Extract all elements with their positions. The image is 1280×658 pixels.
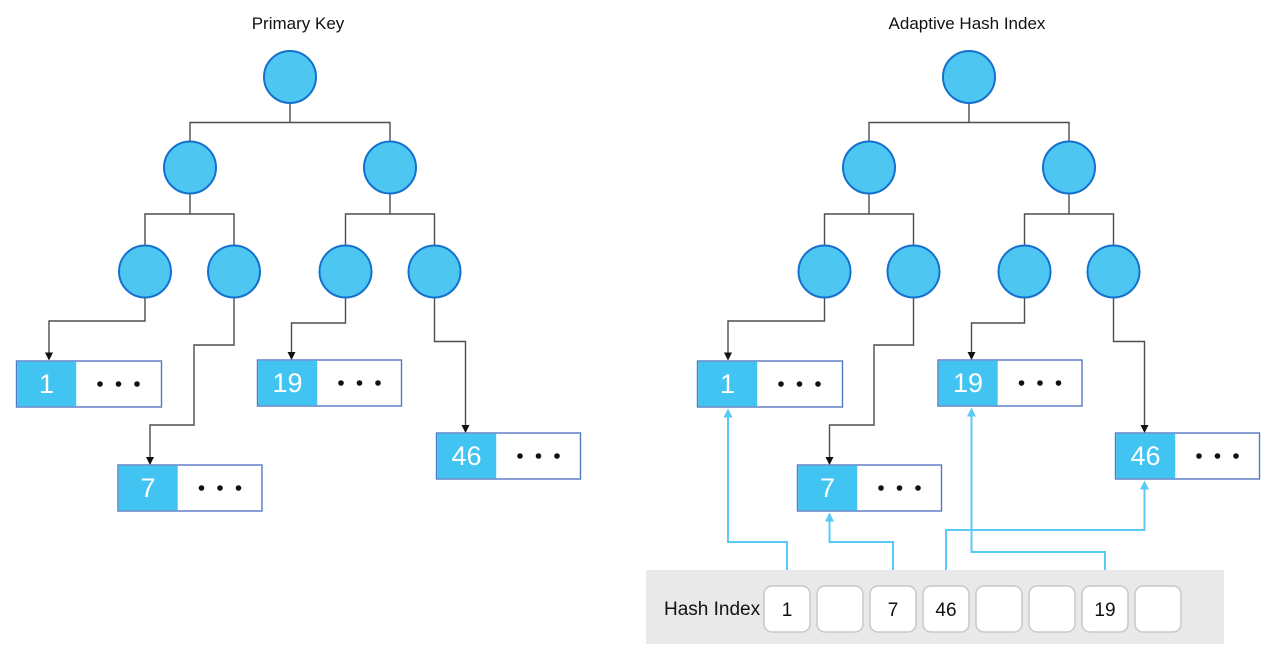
pointer-to-leaf-7 bbox=[146, 297, 235, 465]
hash-cell-value: 7 bbox=[888, 600, 899, 621]
ellipsis-dots-icon bbox=[1196, 453, 1239, 459]
pointer-to-leaf-7 bbox=[825, 297, 915, 465]
leaf-key-value: 1 bbox=[39, 369, 54, 399]
btree-node-l2-b bbox=[363, 140, 417, 195]
ellipsis-dots-icon bbox=[97, 381, 140, 387]
leaf-page-1: 1 bbox=[15, 360, 163, 408]
leaf-key-cell bbox=[1116, 433, 1176, 479]
leaf-key-value: 46 bbox=[1130, 441, 1160, 471]
connector-level2-left bbox=[823, 193, 915, 246]
btree-node-root bbox=[942, 50, 996, 104]
btree-node-root bbox=[263, 50, 317, 104]
connector-level2-right bbox=[344, 193, 436, 246]
connector-root-level2 bbox=[868, 103, 1070, 142]
hash-cell-1 bbox=[816, 585, 864, 633]
hash-cell-value: 1 bbox=[782, 600, 793, 621]
leaf-page-7: 7 bbox=[796, 464, 943, 512]
hash-cell-3: 46 bbox=[922, 585, 970, 633]
leaf-key-cell bbox=[798, 465, 858, 511]
leaf-key-value: 46 bbox=[451, 441, 481, 471]
hash-pointer-arrow-1 bbox=[723, 408, 788, 586]
btree-node-l3-a bbox=[797, 244, 852, 299]
btree-node-l3-c bbox=[318, 244, 373, 299]
ellipsis-dots-icon bbox=[878, 485, 921, 491]
btree-node-l2-a bbox=[163, 140, 217, 195]
leaf-page-46: 46 bbox=[1114, 432, 1261, 480]
pointer-to-leaf-1 bbox=[45, 297, 146, 361]
hash-cell-value: 46 bbox=[935, 600, 956, 621]
hash-index-panel: Hash Index 1 7 46 bbox=[646, 570, 1224, 644]
primary-key-tree: Primary Key 1 19 bbox=[15, 14, 582, 512]
leaf-key-cell bbox=[437, 433, 497, 479]
connector-level2-right bbox=[1023, 193, 1115, 246]
leaf-key-cell bbox=[258, 360, 318, 406]
hash-cell-6: 19 bbox=[1081, 585, 1129, 633]
leaf-page-19: 19 bbox=[256, 359, 403, 407]
btree-node-l3-d bbox=[407, 244, 462, 299]
hash-cell-value: 19 bbox=[1094, 600, 1115, 621]
leaf-key-value: 19 bbox=[272, 368, 302, 398]
leaf-key-cell bbox=[118, 465, 178, 511]
btree-node-l2-a bbox=[842, 140, 896, 195]
leaf-key-cell bbox=[698, 361, 758, 407]
adaptive-hash-index-title: Adaptive Hash Index bbox=[889, 14, 1046, 33]
leaf-key-value: 1 bbox=[720, 369, 735, 399]
btree-node-l2-b bbox=[1042, 140, 1096, 195]
leaf-key-value: 7 bbox=[140, 473, 155, 503]
btree-node-l3-a bbox=[118, 244, 172, 299]
btree-node-l3-c bbox=[997, 244, 1052, 299]
leaf-page-46: 46 bbox=[435, 432, 582, 480]
hash-cell-4 bbox=[975, 585, 1023, 633]
hash-cell-0: 1 bbox=[763, 585, 811, 633]
ellipsis-dots-icon bbox=[1018, 380, 1062, 386]
pointer-to-leaf-1 bbox=[724, 297, 826, 361]
pointer-to-leaf-46 bbox=[433, 297, 470, 433]
hash-index-label: Hash Index bbox=[664, 599, 761, 620]
leaf-page-7: 7 bbox=[117, 464, 263, 512]
leaf-page-1: 1 bbox=[696, 360, 844, 408]
connector-root-level2 bbox=[189, 103, 391, 142]
leaf-page-19: 19 bbox=[937, 359, 1083, 407]
primary-key-title: Primary Key bbox=[252, 14, 345, 33]
btree-node-l3-d bbox=[1086, 244, 1141, 299]
leaf-key-cell bbox=[17, 361, 77, 407]
pointer-to-leaf-19 bbox=[287, 297, 347, 360]
hash-pointer-arrow-7 bbox=[825, 512, 894, 586]
pointer-to-leaf-19 bbox=[967, 297, 1026, 360]
ellipsis-dots-icon bbox=[198, 485, 242, 491]
btree-node-l3-b bbox=[886, 244, 941, 299]
ellipsis-dots-icon bbox=[778, 381, 821, 387]
hash-cell-5 bbox=[1028, 585, 1076, 633]
pointer-to-leaf-46 bbox=[1112, 297, 1149, 433]
hash-cell-7 bbox=[1134, 585, 1182, 633]
ellipsis-dots-icon bbox=[338, 380, 381, 386]
hash-pointer-arrow-19 bbox=[967, 407, 1106, 586]
leaf-key-value: 19 bbox=[953, 368, 983, 398]
connector-level2-left bbox=[144, 193, 235, 246]
leaf-key-value: 7 bbox=[820, 473, 835, 503]
adaptive-hash-index-tree: Adaptive Hash Index 1 bbox=[646, 14, 1261, 644]
hash-cell-2: 7 bbox=[869, 585, 917, 633]
ellipsis-dots-icon bbox=[517, 453, 560, 459]
hash-pointer-arrow-46 bbox=[945, 480, 1149, 586]
leaf-key-cell bbox=[938, 360, 998, 406]
btree-node-l3-b bbox=[207, 244, 261, 299]
